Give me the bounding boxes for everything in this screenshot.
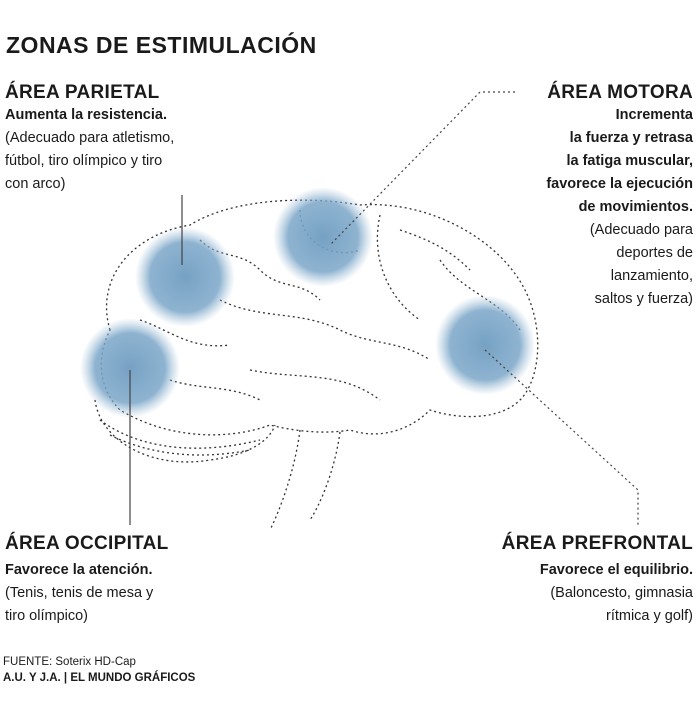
prefrontal-heading: ÁREA PREFRONTAL [501,533,693,554]
prefrontal-line: (Baloncesto, gimnasia [550,585,693,601]
highlight-motora [273,187,373,287]
motora-line: deportes de [616,245,693,261]
motora-line: saltos y fuerza) [594,291,693,307]
parietal-lead: Aumenta la resistencia. [5,107,167,123]
motora-line: lanzamiento, [610,268,693,284]
motora-line: de movimientos. [578,199,693,215]
motora-line: Incrementa [615,107,693,123]
credit-note: A.U. Y J.A. | EL MUNDO GRÁFICOS [3,672,196,684]
occipital-line: tiro olímpico) [5,608,88,624]
parietal-line: fútbol, tiro olímpico y tiro [5,153,163,169]
occipital-line: (Tenis, tenis de mesa y [5,585,154,601]
motora-line: favorece la ejecución [546,176,693,192]
brain-outline [100,199,539,436]
parietal-line: con arco) [5,176,66,192]
motora-line: (Adecuado para [589,222,693,238]
highlight-occipital [80,318,180,418]
parietal-block: ÁREA PARIETAL Aumenta la resistencia. (A… [5,82,174,196]
occipital-block: ÁREA OCCIPITAL Favorece la atención. (Te… [5,533,169,628]
occipital-heading: ÁREA OCCIPITAL [5,533,169,554]
leader-prefrontal [484,349,639,525]
highlight-parietal [135,227,235,327]
leader-motora [329,91,515,246]
page-title: ZONAS DE ESTIMULACIÓN [6,32,317,58]
motora-block: ÁREA MOTORA Incrementa la fuerza y retra… [546,82,693,311]
occipital-lead: Favorece la atención. [5,562,153,578]
highlight-prefrontal [435,295,535,395]
motora-heading: ÁREA MOTORA [547,82,693,103]
parietal-line: (Adecuado para atletismo, [5,130,175,146]
parietal-heading: ÁREA PARIETAL [5,82,160,103]
footer: FUENTE: Soterix HD-Cap A.U. Y J.A. | EL … [3,654,195,686]
prefrontal-block: ÁREA PREFRONTAL Favorece el equilibrio. … [502,533,693,628]
source-note: FUENTE: Soterix HD-Cap [3,656,136,668]
prefrontal-lead: Favorece el equilibrio. [539,562,693,578]
prefrontal-line: rítmica y golf) [605,608,693,624]
motora-line: la fatiga muscular, [566,153,693,169]
brainstem [269,429,341,531]
motora-line: la fuerza y retrasa [569,130,693,146]
cerebellum [94,399,276,463]
